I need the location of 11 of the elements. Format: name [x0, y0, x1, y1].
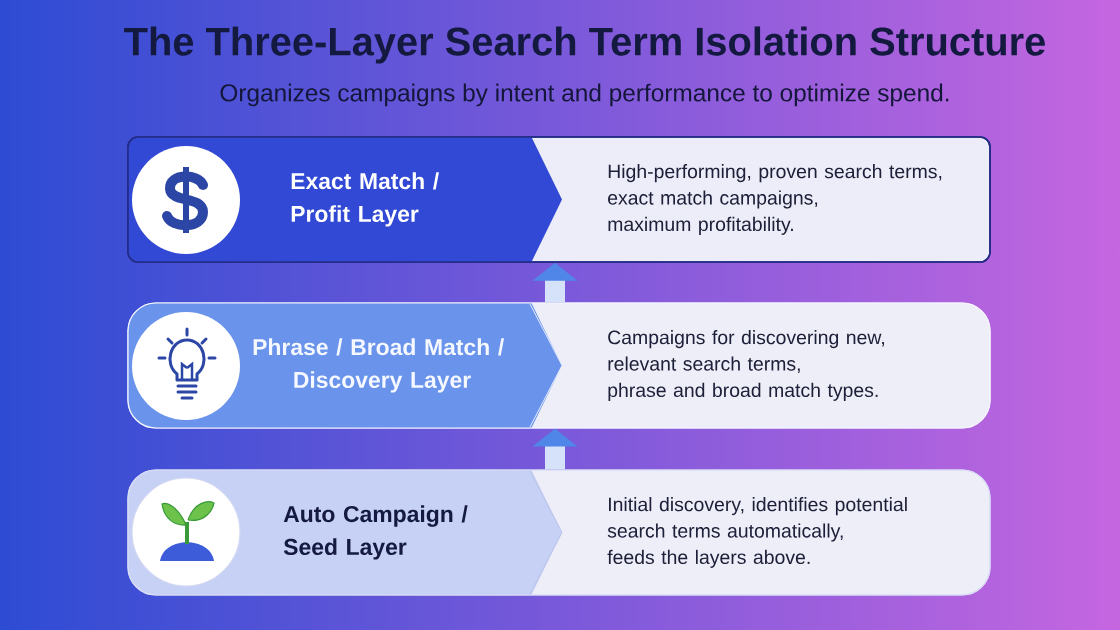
- layer-title: Exact Match / Profit Layer: [291, 172, 439, 227]
- layer-card: [127, 136, 991, 263]
- layer-description: High-performing, proven search terms, exact match campaigns, maximum profitability.: [608, 164, 942, 235]
- title: The Three-Layer Search Term Isolation Structure: [124, 26, 1045, 64]
- layer-title: Auto Campaign / Seed Layer: [283, 505, 468, 560]
- subtitle: Organizes campaigns by intent and performance to optimize spend.: [220, 83, 949, 107]
- layer-description: Campaigns for discovering new, relevant search terms, phrase and broad match types.: [608, 330, 884, 401]
- layer-description: Initial discovery, identifies potential search terms automatically, feeds the layers above.: [607, 497, 907, 568]
- layer-card: [127, 469, 991, 596]
- layer-title: Phrase / Broad Match / Discovery Layer: [253, 338, 504, 393]
- layer-card: [127, 302, 991, 429]
